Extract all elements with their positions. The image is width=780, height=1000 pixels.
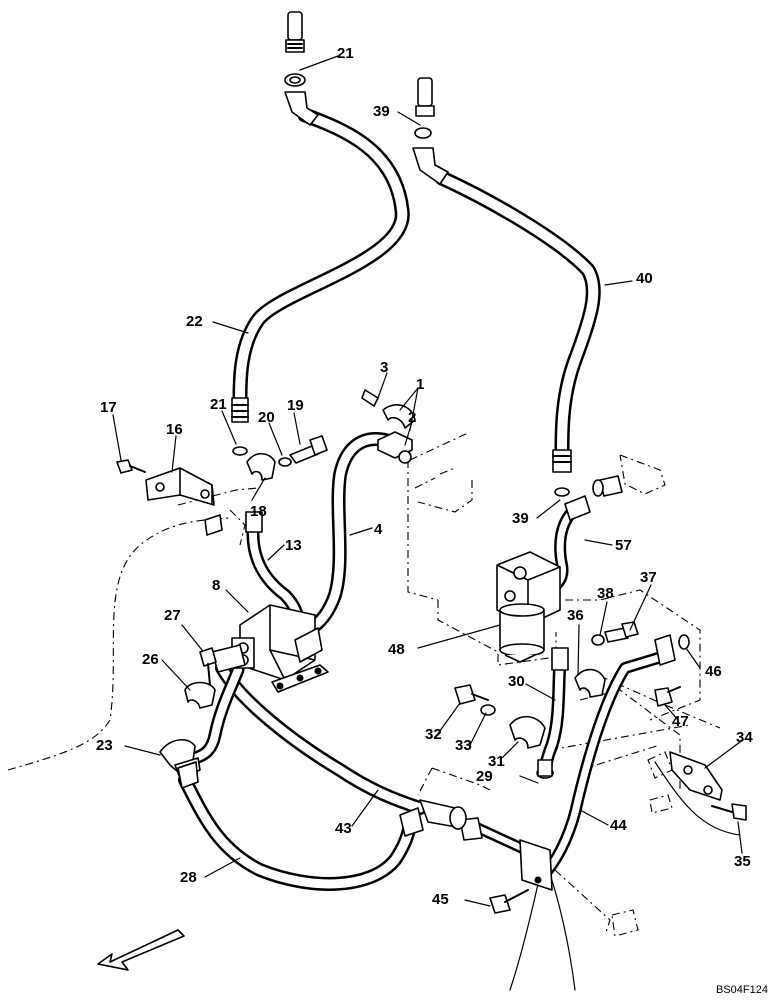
fitting-top-right bbox=[412, 77, 449, 185]
callout-2: 2 bbox=[408, 409, 416, 426]
callout-30: 30 bbox=[508, 673, 525, 690]
phantom-lines bbox=[7, 431, 741, 991]
hose-30 bbox=[538, 653, 567, 777]
callout-8: 8 bbox=[212, 577, 220, 594]
pipe-44 bbox=[542, 649, 674, 876]
callout-43: 43 bbox=[335, 820, 352, 837]
callout-44: 44 bbox=[610, 817, 627, 834]
callout-18: 18 bbox=[250, 503, 267, 520]
callout-39a: 39 bbox=[373, 103, 390, 120]
callout-35: 35 bbox=[734, 853, 751, 870]
clamp-1 bbox=[361, 389, 416, 464]
hose-28 bbox=[178, 773, 417, 891]
callout-17: 17 bbox=[100, 399, 117, 416]
callout-39b: 39 bbox=[512, 510, 529, 527]
bracket-16 bbox=[145, 467, 223, 536]
drawing-code: BS04F124 bbox=[716, 984, 768, 996]
callout-3: 3 bbox=[380, 359, 388, 376]
hose-feed bbox=[188, 663, 245, 765]
callout-47: 47 bbox=[672, 713, 689, 730]
callout-48: 48 bbox=[388, 641, 405, 658]
callout-27: 27 bbox=[164, 607, 181, 624]
callout-23: 23 bbox=[96, 737, 113, 754]
callout-38: 38 bbox=[597, 585, 614, 602]
bracket-34 bbox=[669, 751, 723, 801]
hose-43 bbox=[215, 661, 427, 815]
hose-40 bbox=[434, 170, 601, 458]
hose-4 bbox=[301, 432, 392, 637]
callout-20: 20 bbox=[258, 409, 275, 426]
parts bbox=[97, 11, 747, 971]
hose-22 bbox=[232, 107, 410, 406]
callout-4: 4 bbox=[374, 521, 383, 538]
callout-57: 57 bbox=[615, 537, 632, 554]
callout-1: 1 bbox=[416, 376, 424, 393]
direction-arrow-icon bbox=[97, 929, 185, 971]
callout-32: 32 bbox=[425, 726, 442, 743]
callout-21a: 21 bbox=[337, 45, 354, 62]
callout-29: 29 bbox=[476, 768, 493, 785]
bolt-17 bbox=[116, 459, 146, 474]
callout-33: 33 bbox=[455, 737, 472, 754]
callout-22: 22 bbox=[186, 313, 203, 330]
callout-36: 36 bbox=[567, 607, 584, 624]
hoses bbox=[178, 107, 674, 891]
callout-16: 16 bbox=[166, 421, 183, 438]
callout-40: 40 bbox=[636, 270, 653, 287]
callout-26: 26 bbox=[142, 651, 159, 668]
filter-48 bbox=[496, 551, 561, 663]
callout-28: 28 bbox=[180, 869, 197, 886]
callouts: 21 39 40 22 3 1 17 21 19 2 20 16 18 39 4… bbox=[96, 45, 753, 908]
callout-45: 45 bbox=[432, 891, 449, 908]
callout-46: 46 bbox=[705, 663, 722, 680]
fitting-top-left bbox=[284, 11, 319, 126]
valve-block-8 bbox=[211, 604, 329, 693]
callout-19: 19 bbox=[287, 397, 304, 414]
callout-37: 37 bbox=[640, 569, 657, 586]
leaders bbox=[112, 55, 743, 907]
callout-21b: 21 bbox=[210, 396, 227, 413]
callout-13: 13 bbox=[285, 537, 302, 554]
callout-31: 31 bbox=[488, 753, 505, 770]
callout-34: 34 bbox=[736, 729, 753, 746]
